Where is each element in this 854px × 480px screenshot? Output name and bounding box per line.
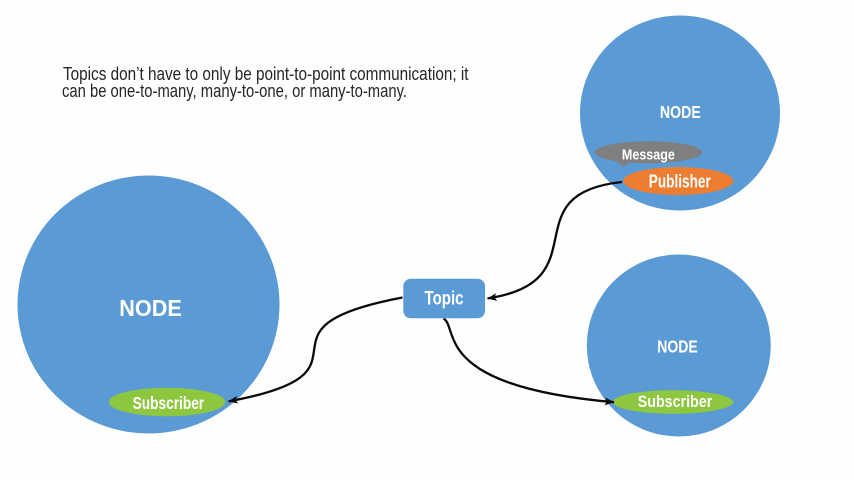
svg-text:Message: Message [622,147,675,163]
svg-text:Subscriber: Subscriber [133,393,205,413]
svg-text:NODE: NODE [657,337,698,357]
svg-text:NODE: NODE [660,102,701,122]
svg-text:Topics don’t have to only be p: Topics don’t have to only be point-to-po… [63,63,469,84]
svg-text:Subscriber: Subscriber [638,392,713,411]
svg-text:NODE: NODE [119,295,182,321]
svg-text:can be one-to-many, many-to-on: can be one-to-many, many-to-one, or many… [62,80,407,101]
svg-text:Publisher: Publisher [649,171,711,192]
svg-text:Topic: Topic [425,289,464,310]
